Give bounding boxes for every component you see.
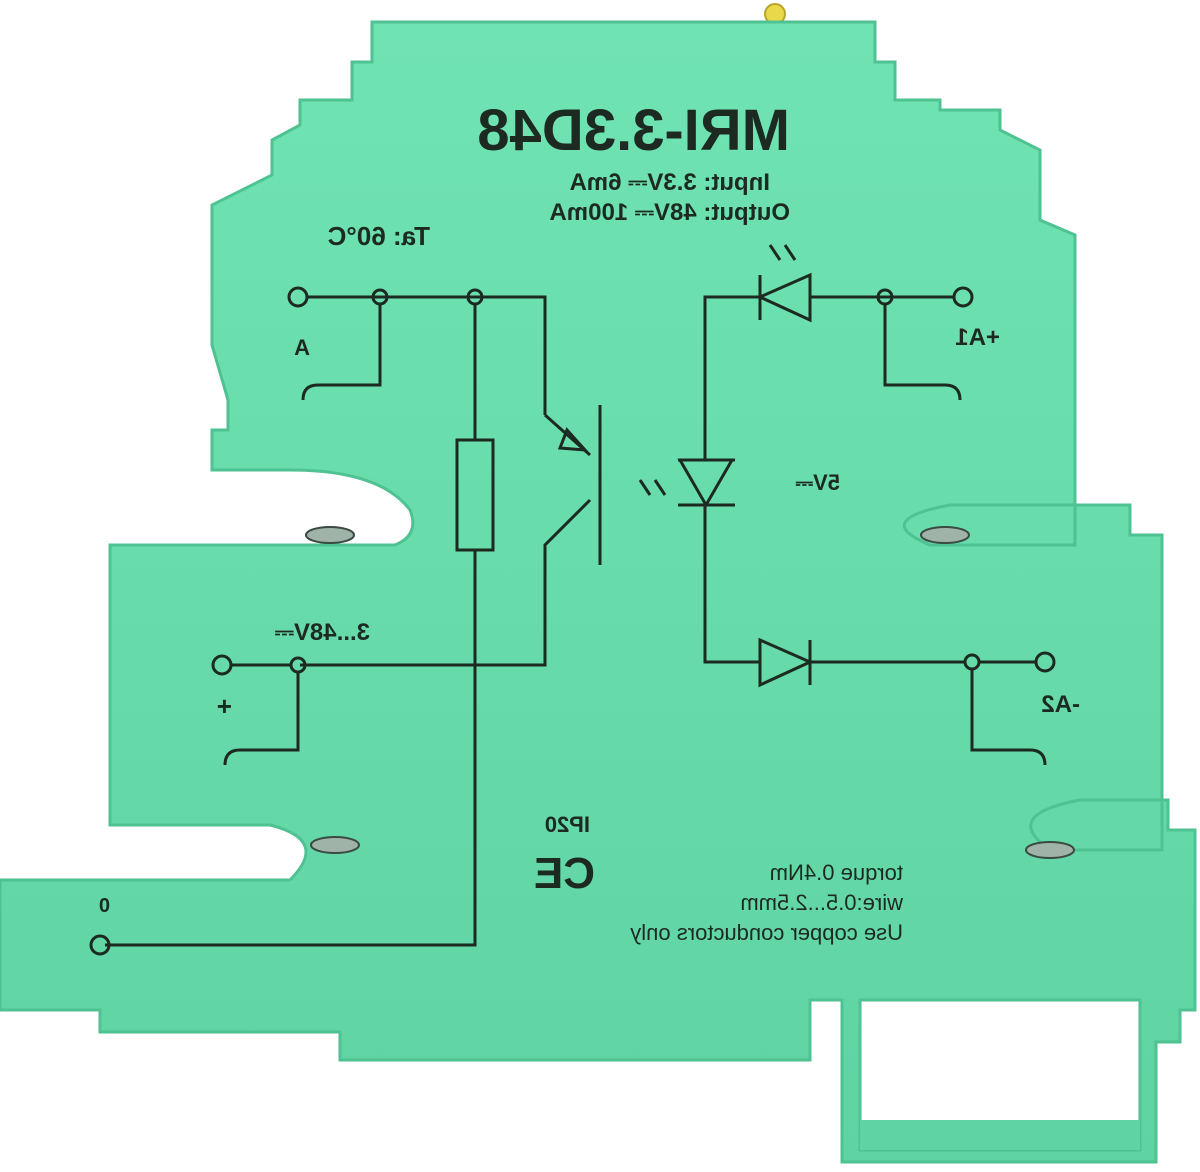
terminal-zero-label: 0 bbox=[99, 895, 110, 917]
conductor-note: Use copper conductors only bbox=[630, 920, 903, 945]
input-spec: Input: 3.3V⎓ 6mA bbox=[569, 169, 770, 196]
terminal-a-label: A bbox=[294, 335, 310, 360]
torque-note: torque 0.4Nm bbox=[770, 860, 903, 885]
wire-note: wire:0.5...2.5mm bbox=[740, 890, 904, 915]
ce-mark: CE bbox=[534, 849, 595, 898]
terminal-plus-label: + bbox=[217, 691, 232, 721]
terminal-a1-label: +A1 bbox=[955, 324, 1000, 351]
protection-rating: IP20 bbox=[545, 812, 590, 837]
input-voltage-range: 3...48V⎓ bbox=[275, 619, 370, 646]
ambient-temp: Ta: 60°C bbox=[327, 221, 430, 251]
model-number: MRI-3.3D48 bbox=[477, 98, 790, 163]
terminal-a2-label: -A2 bbox=[1041, 691, 1080, 718]
circuit-schematic bbox=[89, 244, 1056, 956]
screw-clamp-icon bbox=[305, 526, 1075, 859]
led-voltage: 5V⎓ bbox=[795, 470, 840, 495]
output-spec: Output: 48V⎓ 100mA bbox=[549, 199, 790, 226]
